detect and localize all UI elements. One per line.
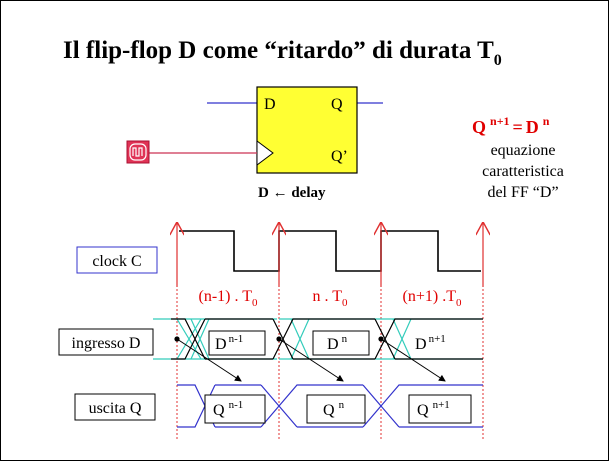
- period-label-n-plus-1: (n+1) .T0: [403, 288, 462, 309]
- input-value-box-2: [312, 330, 370, 356]
- clock-waveform: [179, 230, 481, 272]
- input-label-box: [58, 328, 154, 356]
- output-value-box-3: [408, 394, 472, 424]
- pin-qbar-label: Q’: [331, 148, 348, 165]
- delay-arrow-1: [176, 338, 242, 382]
- delay-arrow-2: [278, 338, 344, 382]
- input-value-box-1: [208, 330, 266, 356]
- flipflop-body: [256, 86, 358, 174]
- delay-label: D ← delay: [258, 185, 326, 201]
- equation-caption-line-3: del FF “D”: [487, 184, 558, 201]
- equation-caption-line-2: caratteristica: [482, 163, 564, 180]
- period-label-n-minus-1: (n-1) . T0: [199, 288, 258, 309]
- output-label: uscita Q: [89, 400, 142, 417]
- clock-source-icon: [126, 140, 150, 164]
- delay-arrow-3: [380, 338, 446, 382]
- period-label-n: n . T0: [313, 288, 348, 309]
- clock-label: clock C: [92, 253, 141, 270]
- output-value-box-1: [204, 394, 266, 424]
- input-label: ingresso D: [72, 335, 141, 352]
- page-title: Il flip-flop D come “ritardo” di durata …: [63, 37, 502, 69]
- pin-q-label: Q: [331, 96, 343, 113]
- output-value-box-2: [306, 394, 366, 424]
- output-label-box: [74, 393, 156, 421]
- pin-d-label: D: [264, 96, 276, 113]
- equation-caption-line-1: equazione: [491, 142, 556, 159]
- clock-label-box: [76, 246, 158, 274]
- flipflop-block: D Q Q’ D ← delay: [126, 86, 383, 201]
- input-waveform-black-crossings: [171, 318, 483, 360]
